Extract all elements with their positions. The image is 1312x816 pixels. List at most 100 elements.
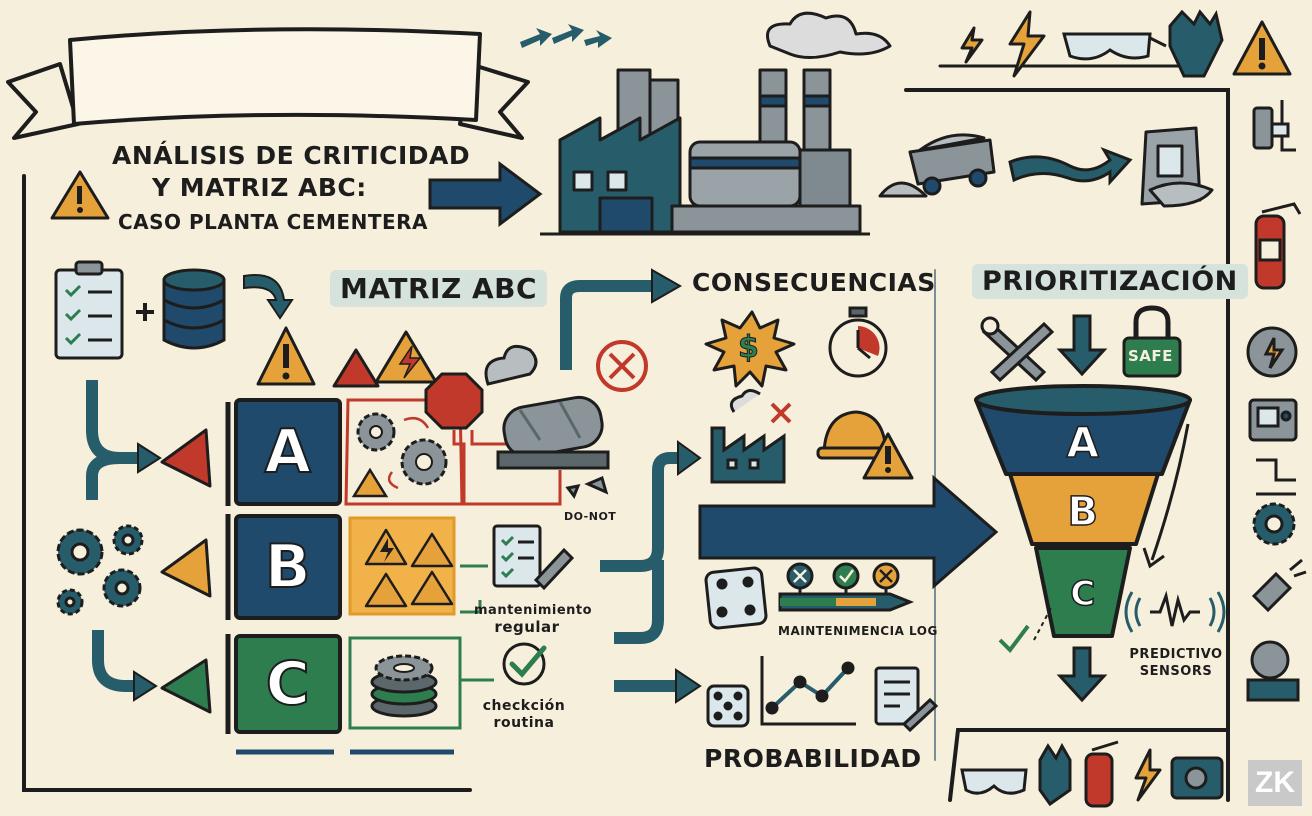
- pump-motor-icon: [1246, 640, 1300, 702]
- regular-maintenance-line-1: mantenimiento: [474, 603, 593, 618]
- matrix-branch-arrowheads: [675, 440, 702, 704]
- class-b-label: B: [264, 531, 312, 603]
- funnel-c-label: C: [1070, 573, 1096, 615]
- bottom-glove-icon: [1038, 742, 1072, 807]
- maintenance-log-label: MAINTENIMENCIA LOG: [778, 624, 938, 638]
- lightning-gauge-icon: [1246, 326, 1298, 378]
- electric-hazard-icon: [960, 10, 1046, 78]
- predictive-sensors-label: PREDICTIVO SENSORS: [1124, 646, 1228, 680]
- title-line-1: ANÁLISIS DE CRITICIDAD: [112, 141, 471, 170]
- plus-sign: [136, 303, 154, 321]
- gloves-icon: [1168, 9, 1224, 78]
- b-row-connector: [460, 564, 488, 614]
- funnel-b-label: B: [1067, 488, 1099, 536]
- maintenance-checklist-icon: [492, 524, 575, 591]
- small-dice-icon: [706, 684, 750, 728]
- funnel-side-arrowhead: [1142, 547, 1165, 569]
- cost-burst-icon: [704, 310, 796, 388]
- routine-check-line-1: checkción: [482, 698, 566, 714]
- material-flow-arrow: [1008, 147, 1133, 186]
- watermark-logo: ZK: [1248, 760, 1302, 806]
- cement-plant-icon: [540, 11, 892, 236]
- tools-icon: [980, 316, 1055, 383]
- consequences-heading: CONSECUENCIAS: [692, 268, 936, 297]
- prohibited-icon: [596, 340, 648, 392]
- title-line-3: CASO PLANTA CEMENTERA: [118, 210, 429, 234]
- broken-mill-icon: [484, 344, 610, 500]
- regular-maintenance-line-2: regular: [494, 618, 560, 636]
- bottom-goggles-icon: [960, 768, 1028, 795]
- spray-nozzle-icon: [1251, 558, 1307, 613]
- class-a-hand-warning: [160, 428, 212, 488]
- probability-heading: PROBABILIDAD: [704, 744, 922, 773]
- cement-bag-icon: [1140, 126, 1214, 208]
- report-wrench-icon: [874, 666, 939, 733]
- padlock-icon: [1122, 305, 1182, 378]
- class-a-label: A: [264, 416, 312, 488]
- class-a-box: [225, 398, 342, 506]
- funnel-outflow: [1056, 646, 1108, 703]
- small-arrows: [520, 24, 612, 48]
- raw-material-cart-icon: [878, 133, 996, 198]
- matrix-to-consequences-arrow: [560, 280, 654, 370]
- title-banner: [6, 27, 530, 140]
- left-branch-arrowheads: [133, 442, 162, 702]
- prioritization-heading: PRIORITIZACIÓN: [972, 264, 1248, 299]
- dice-icon: [704, 566, 768, 630]
- bottom-extinguisher-icon: [1084, 740, 1119, 808]
- stopwatch-icon: [828, 306, 888, 378]
- matrix-warning-icon: [256, 326, 316, 386]
- battery-sensor-icon: [1252, 100, 1296, 152]
- matrix-heading: MATRIZ ABC: [330, 270, 548, 307]
- control-panel-icon: [1248, 398, 1298, 442]
- funnel-a-label: A: [1066, 417, 1100, 468]
- fire-extinguisher-icon: [1254, 202, 1302, 290]
- gears-cluster-icon: [56, 524, 144, 616]
- regular-maintenance-label: mantenimiento regular: [474, 602, 593, 636]
- left-branch-arrows: [86, 380, 140, 692]
- bottom-lightning-icon: [1134, 748, 1162, 802]
- class-c-label: C: [265, 648, 311, 720]
- class-b-box: [225, 514, 342, 620]
- matrix-branch-arrows: [600, 452, 680, 692]
- safe-label: SAFE: [1128, 347, 1173, 365]
- database-icon: [162, 268, 226, 350]
- do-not-label: DO-NOT: [564, 510, 617, 523]
- funnel-dash-line: [1033, 605, 1053, 641]
- safety-goggles-icon: [1062, 32, 1167, 61]
- title-line-2: Y MATRIZ ABC:: [152, 173, 367, 202]
- predictive-sensors-line-1: PREDICTIVO: [1129, 647, 1223, 662]
- class-b-hand-warning: [160, 538, 212, 598]
- factory-down-icon: [710, 389, 792, 484]
- valve-pipe-icon: [1256, 458, 1296, 496]
- stop-sign-icon: [424, 372, 562, 506]
- routine-check-line-2: routina: [493, 715, 555, 731]
- prioritization-down-arrow: [1056, 314, 1108, 377]
- database-to-warning-arrow: [243, 274, 294, 320]
- predictive-sensors-line-2: SENSORS: [1139, 664, 1213, 679]
- cost-dollar-label: $: [737, 330, 760, 366]
- class-b-cell: [348, 516, 456, 616]
- sensor-wave-icon: [1124, 590, 1226, 633]
- trend-chart-icon: [760, 656, 856, 726]
- top-warning-icon: [1232, 20, 1292, 76]
- class-c-cell: [348, 636, 494, 730]
- bottom-motor-icon: [1170, 756, 1224, 800]
- frame-lines: [22, 64, 1230, 802]
- class-a-cell: [332, 330, 464, 506]
- right-gear-icon: [1252, 502, 1296, 546]
- class-c-box: [225, 634, 342, 734]
- class-c-hand-warning: [160, 658, 212, 714]
- main-flow-arrow: [698, 474, 999, 590]
- checklist-icon: [54, 260, 124, 360]
- consequences-arrowhead: [651, 268, 683, 304]
- routine-check-label: checkción routina: [474, 698, 574, 732]
- funnel-side-arrow: [1150, 423, 1190, 561]
- safety-helmet-icon: [816, 410, 914, 480]
- title-to-plant-arrow: [428, 161, 543, 227]
- title-warning-icon: [50, 170, 110, 220]
- funnel-icon: [974, 384, 1192, 638]
- funnel-checkmark: [998, 624, 1030, 654]
